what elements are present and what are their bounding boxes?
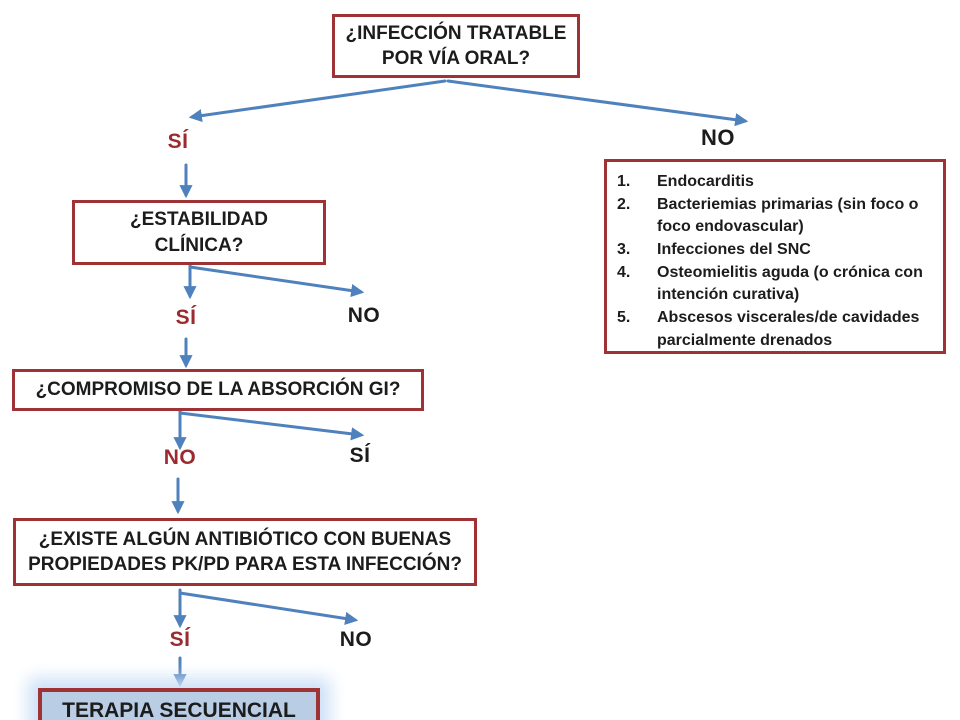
arrow-q4-to-no [178, 591, 359, 626]
branch-q3-yes-label: SÍ [349, 444, 371, 467]
list-item: 3. Infecciones del SNC [617, 239, 937, 261]
list-item: 5. Abscesos viscerales/de cavidades parc… [617, 307, 937, 351]
node-terapia-secuencial-label: TERAPIA SECUENCIAL [62, 699, 296, 720]
branch-q2-yes-label: SÍ [175, 306, 197, 329]
branch-q1-yes-label: SÍ [167, 130, 189, 153]
arrow-q1-to-yes [188, 79, 447, 123]
branch-q1-no-label: NO [701, 125, 735, 150]
list-item-text: Abscesos viscerales/de cavidades parcial… [657, 309, 920, 349]
branch-q4-no-label: NO [339, 628, 373, 651]
arrow-q1-to-no [446, 79, 749, 127]
node-terapia-secuencial: TERAPIA SECUENCIAL [38, 688, 320, 720]
node-antibiotico-pkpd-label: ¿EXISTE ALGÚN ANTIBIÓTICO CON BUENAS PRO… [28, 528, 462, 575]
list-item-text: Infecciones del SNC [657, 241, 811, 259]
list-item-text: Osteomielitis aguda (o crónica con inten… [657, 264, 923, 304]
branch-q3-no-label: NO [163, 446, 197, 469]
branch-q2-no-label: NO [347, 304, 381, 327]
exclusions-list-box: 1. Endocarditis 2. Bacteriemias primaria… [604, 159, 946, 354]
list-item-text: Endocarditis [657, 173, 754, 190]
arrow-q2-to-no [188, 265, 365, 298]
list-item-number: 2. [617, 196, 631, 214]
node-infeccion-tratable: ¿INFECCIÓN TRATABLE POR VÍA ORAL? [332, 14, 580, 78]
arrow-q3-to-yes [178, 411, 365, 441]
list-item-number: 1. [617, 173, 631, 190]
branch-q4-yes-label: SÍ [169, 628, 191, 651]
node-compromiso-absorcion-label: ¿COMPROMISO DE LA ABSORCIÓN GI? [35, 379, 401, 401]
node-estabilidad-clinica-label: ¿ESTABILIDAD CLÍNICA? [130, 209, 268, 256]
list-item-text: Bacteriemias primarias (sin foco o foco … [657, 196, 919, 236]
node-estabilidad-clinica: ¿ESTABILIDAD CLÍNICA? [72, 200, 326, 265]
node-infeccion-tratable-label: ¿INFECCIÓN TRATABLE POR VÍA ORAL? [345, 22, 567, 69]
node-compromiso-absorcion: ¿COMPROMISO DE LA ABSORCIÓN GI? [12, 369, 424, 411]
list-item-number: 5. [617, 309, 631, 327]
list-item-number: 4. [617, 264, 631, 282]
list-item-number: 3. [617, 241, 631, 259]
list-item: 1. Endocarditis [617, 171, 937, 193]
list-item: 2. Bacteriemias primarias (sin foco o fo… [617, 194, 937, 238]
list-item: 4. Osteomielitis aguda (o crónica con in… [617, 262, 937, 306]
node-antibiotico-pkpd: ¿EXISTE ALGÚN ANTIBIÓTICO CON BUENAS PRO… [13, 518, 477, 586]
